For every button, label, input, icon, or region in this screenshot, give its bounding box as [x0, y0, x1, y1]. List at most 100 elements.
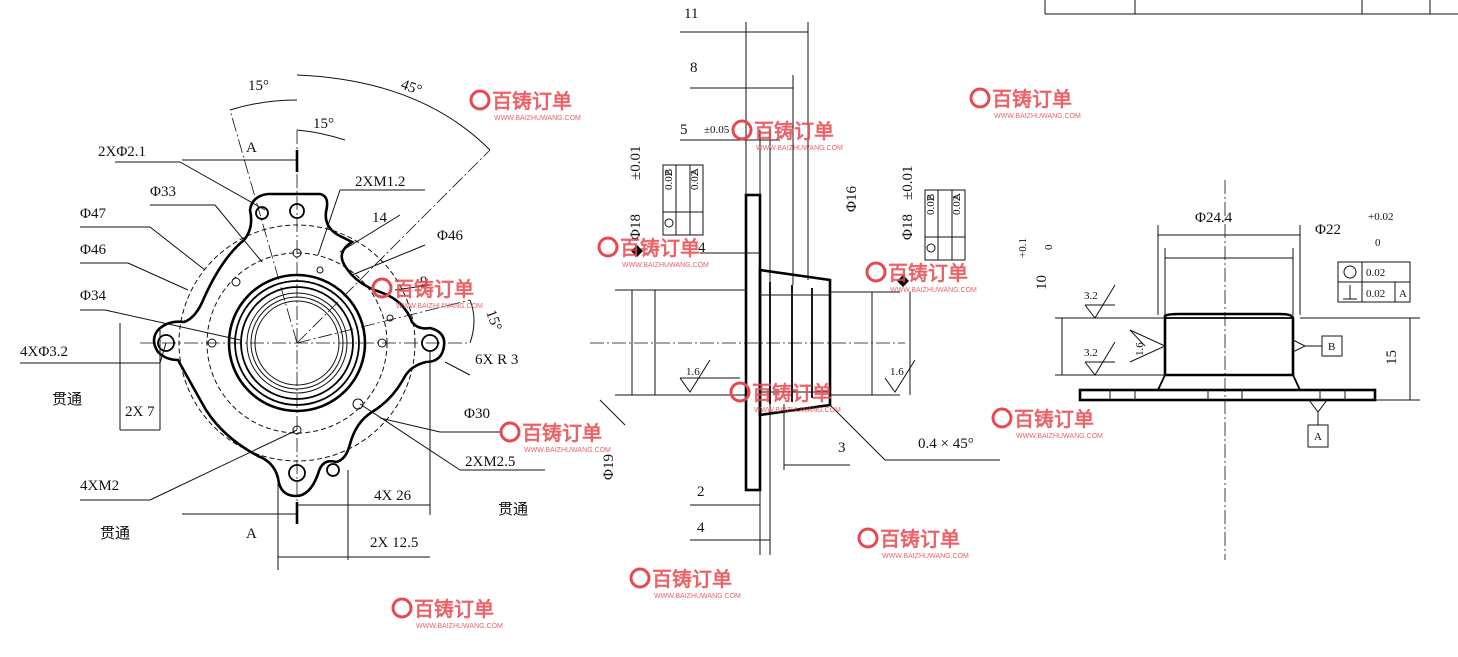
dia-34-label: Φ34: [80, 288, 106, 304]
svg-text:WWW.BAIZHUWANG.COM: WWW.BAIZHUWANG.COM: [654, 593, 741, 600]
dia-18-right-label: Φ18: [900, 214, 916, 240]
svg-text:WWW.BAIZHUWANG.COM: WWW.BAIZHUWANG.COM: [1016, 433, 1103, 440]
gdt-right-row2-val: 0.02: [951, 196, 963, 215]
svg-text:WWW.BAIZHUWANG.COM: WWW.BAIZHUWANG.COM: [994, 113, 1081, 120]
datum-b-label: B: [1328, 341, 1335, 353]
gdt-row1-val: 0.02: [1366, 267, 1385, 279]
chamfer-label: 0.4 × 45°: [918, 436, 974, 452]
svg-text:WWW.BAIZHUWANG.COM: WWW.BAIZHUWANG.COM: [494, 115, 581, 122]
dia-22-label: Φ22: [1315, 222, 1341, 238]
tol-zero-label: 0: [1375, 237, 1381, 249]
angle-45-label: 45°: [399, 77, 424, 99]
gdt-left-row1-ref: B: [663, 169, 675, 176]
watermark: 百铸订单 WWW.BAIZHUWANG.COM: [597, 236, 709, 269]
dia-30-label: Φ30: [464, 406, 490, 422]
dia-19-label: Φ19: [601, 454, 617, 480]
watermark: 百铸订单 WWW.BAIZHUWANG.COM: [731, 119, 843, 152]
gdt-row2-ref: A: [1399, 288, 1407, 300]
gdt-right-row1-ref: B: [925, 194, 937, 201]
dim-11-label: 11: [684, 6, 698, 22]
angle-15-top-label: 15°: [248, 78, 269, 94]
dim-2x7-label: 2X 7: [125, 404, 155, 420]
rough-32-top-label: 3.2: [1084, 290, 1098, 302]
radius-6xr3-label: 6X R 3: [475, 352, 518, 368]
svg-text:WWW.BAIZHUWANG.COM: WWW.BAIZHUWANG.COM: [524, 447, 611, 454]
side-view: [1055, 180, 1420, 560]
section-view: [590, 22, 1000, 555]
rough-32-bottom-label: 3.2: [1084, 347, 1098, 359]
svg-text:百铸订单: 百铸订单: [992, 87, 1072, 111]
svg-text:WWW.BAIZHUWANG.COM: WWW.BAIZHUWANG.COM: [622, 262, 709, 269]
gdt-right-row2-ref: A: [951, 193, 963, 201]
svg-text:百铸订单: 百铸订单: [880, 527, 960, 551]
angle-15-right-label: 15°: [482, 308, 504, 333]
dim-14-label: 14: [372, 210, 388, 226]
gdt-left-row2-ref: A: [689, 168, 701, 176]
svg-text:百铸订单: 百铸订单: [620, 236, 700, 260]
svg-text:百铸订单: 百铸订单: [752, 381, 832, 405]
svg-text:WWW.BAIZHUWANG.COM: WWW.BAIZHUWANG.COM: [882, 553, 969, 560]
svg-text:WWW.BAIZHUWANG.COM: WWW.BAIZHUWANG.COM: [396, 303, 483, 310]
front-view: [20, 74, 545, 570]
svg-text:百铸订单: 百铸订单: [522, 421, 602, 445]
svg-text:百铸订单: 百铸订单: [414, 597, 494, 621]
tol-plus-label: +0.02: [1368, 211, 1393, 223]
section-a-bottom-label: A: [246, 526, 257, 542]
rough-16-right-label: 1.6: [890, 366, 904, 378]
watermark: 百铸订单 WWW.BAIZHUWANG.COM: [499, 421, 611, 454]
tol-005-label: ±0.05: [704, 124, 730, 136]
svg-text:百铸订单: 百铸订单: [394, 277, 474, 301]
dim-9-label: 9: [420, 274, 428, 290]
rough-16-label: 1.6: [1134, 342, 1146, 356]
watermark: 百铸订单 WWW.BAIZHUWANG.COM: [865, 261, 977, 294]
svg-text:百铸订单: 百铸订单: [888, 261, 968, 285]
datum-a-label: A: [1314, 431, 1322, 443]
dim-10-label: 10: [1034, 275, 1050, 290]
dim-8-label: 8: [690, 60, 698, 76]
watermark: 百铸订单 WWW.BAIZHUWANG.COM: [469, 89, 581, 122]
svg-text:WWW.BAIZHUWANG.COM: WWW.BAIZHUWANG.COM: [754, 407, 841, 414]
dim-5-label: 5: [680, 122, 688, 138]
hole-2x-d21-label: 2XΦ2.1: [98, 144, 146, 160]
dim-4x26-label: 4X 26: [374, 488, 412, 504]
watermark-group: 百铸订单 WWW.BAIZHUWANG.COM 百铸订单 WWW.BAIZHUW…: [371, 87, 1103, 630]
through-bottom-label: 贯通: [100, 524, 130, 542]
svg-text:百铸订单: 百铸订单: [754, 119, 834, 143]
dia-33-label: Φ33: [150, 184, 176, 200]
svg-text:百铸订单: 百铸订单: [1014, 407, 1094, 431]
dia-47-label: Φ47: [80, 206, 106, 222]
title-block-fragment: [1044, 0, 1458, 15]
watermark: 百铸订单 WWW.BAIZHUWANG.COM: [729, 381, 841, 414]
watermark: 百铸订单 WWW.BAIZHUWANG.COM: [391, 597, 503, 630]
tol-001-right-label: ±0.01: [900, 166, 916, 200]
watermark: 百铸订单 WWW.BAIZHUWANG.COM: [991, 407, 1103, 440]
dim-3-label: 3: [838, 440, 846, 456]
watermark: 百铸订单 WWW.BAIZHUWANG.COM: [969, 87, 1081, 120]
svg-text:WWW.BAIZHUWANG.COM: WWW.BAIZHUWANG.COM: [756, 145, 843, 152]
watermark: 百铸订单 WWW.BAIZHUWANG.COM: [857, 527, 969, 560]
dia-244-label: Φ24.4: [1195, 210, 1233, 226]
dim-2-label: 2: [697, 484, 705, 500]
dim-2x125-label: 2X 12.5: [370, 535, 418, 551]
dim-4-top-label: 4: [698, 240, 706, 256]
gdt-row2-val: 0.02: [1366, 288, 1385, 300]
thread-2xm12-label: 2XM1.2: [355, 174, 405, 190]
thread-2xm25-label: 2XM2.5: [465, 454, 515, 470]
dia-46-left-label: Φ46: [80, 242, 106, 258]
svg-text:百铸订单: 百铸订单: [492, 89, 572, 113]
gdt-right-row1-val: 0.02: [925, 196, 937, 215]
tol10-zero-label: 0: [1043, 244, 1055, 250]
gdt-left-row2-val: 0.02: [689, 171, 701, 190]
svg-text:百铸订单: 百铸订单: [652, 567, 732, 591]
thread-4xm2-label: 4XM2: [80, 478, 119, 494]
gdt-left-row1-val: 0.02: [663, 171, 675, 190]
watermark: 百铸订单 WWW.BAIZHUWANG.COM: [629, 567, 741, 600]
rough-16-left-label: 1.6: [686, 366, 700, 378]
dia-16-label: Φ16: [844, 186, 860, 212]
dia-46-right-label: Φ46: [437, 228, 463, 244]
section-a-top-label: A: [246, 140, 257, 156]
svg-text:WWW.BAIZHUWANG.COM: WWW.BAIZHUWANG.COM: [890, 287, 977, 294]
through-right-label: 贯通: [498, 500, 528, 518]
hole-4x-d32-label: 4XΦ3.2: [20, 344, 68, 360]
